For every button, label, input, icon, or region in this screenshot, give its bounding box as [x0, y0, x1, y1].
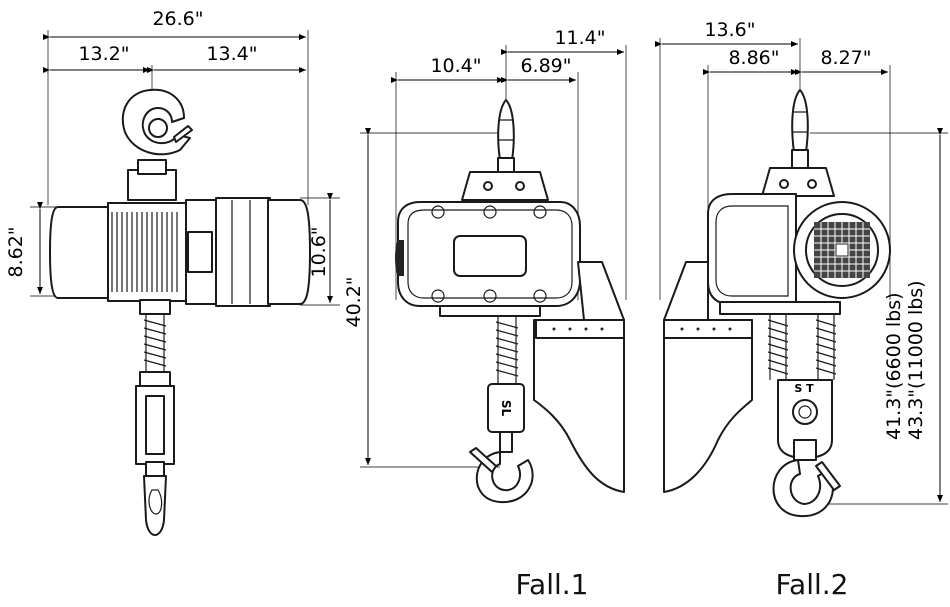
fall1-bottom-block: SL	[469, 383, 534, 504]
side-left-width-label: 13.2"	[78, 43, 129, 65]
fall1-chain-bag	[533, 261, 625, 493]
fall1-top-hook	[497, 99, 515, 175]
side-bottom-block	[135, 371, 175, 536]
fall1-headroom-label: 40.2"	[343, 276, 365, 327]
fall2-left-width-label: 8.86"	[728, 47, 779, 69]
fall1-chain	[495, 316, 519, 384]
fall2-body-tag: S T	[794, 382, 814, 395]
fall2-chains	[767, 314, 837, 380]
fall2-bottom-block: S T	[772, 379, 841, 518]
side-right-width-label: 13.4"	[206, 43, 257, 65]
fall2-caption: Fall.2	[776, 568, 849, 601]
fall2-top-hook	[791, 89, 809, 169]
fall2-view: 13.6" 8.86" 8.27" 41.3"(6600 lbs) 43.3"(…	[655, 19, 948, 518]
fall2-overall-width-label: 13.6"	[704, 19, 755, 41]
fall1-overall-width-label: 11.4"	[554, 27, 605, 49]
side-chain	[143, 314, 167, 372]
fall1-left-width-label: 10.4"	[430, 55, 481, 77]
fall2-body	[707, 167, 891, 315]
fall1-body-tag: SL	[499, 400, 513, 417]
fall1-view: 11.4" 10.4" 6.89" 40.2"	[343, 27, 627, 504]
side-motor-body	[49, 197, 311, 315]
fall1-right-width-label: 6.89"	[520, 55, 571, 77]
fall2-chain-bag	[663, 261, 753, 493]
side-top-hook	[121, 88, 193, 201]
side-motor-height-label: 10.6"	[308, 226, 330, 277]
fall1-caption: Fall.1	[516, 568, 589, 601]
side-view: 26.6" 13.2" 13.4" 8.62" 10.6"	[5, 8, 340, 536]
fall1-body	[395, 171, 581, 317]
fall2-motor-grille	[814, 222, 870, 278]
fall2-right-width-label: 8.27"	[820, 47, 871, 69]
fall2-headroom-11000-label: 43.3"(11000 lbs)	[905, 280, 927, 440]
side-overall-width-label: 26.6"	[152, 8, 203, 30]
side-body-height-label: 8.62"	[5, 226, 27, 277]
fall2-headroom-6600-label: 41.3"(6600 lbs)	[883, 292, 905, 440]
